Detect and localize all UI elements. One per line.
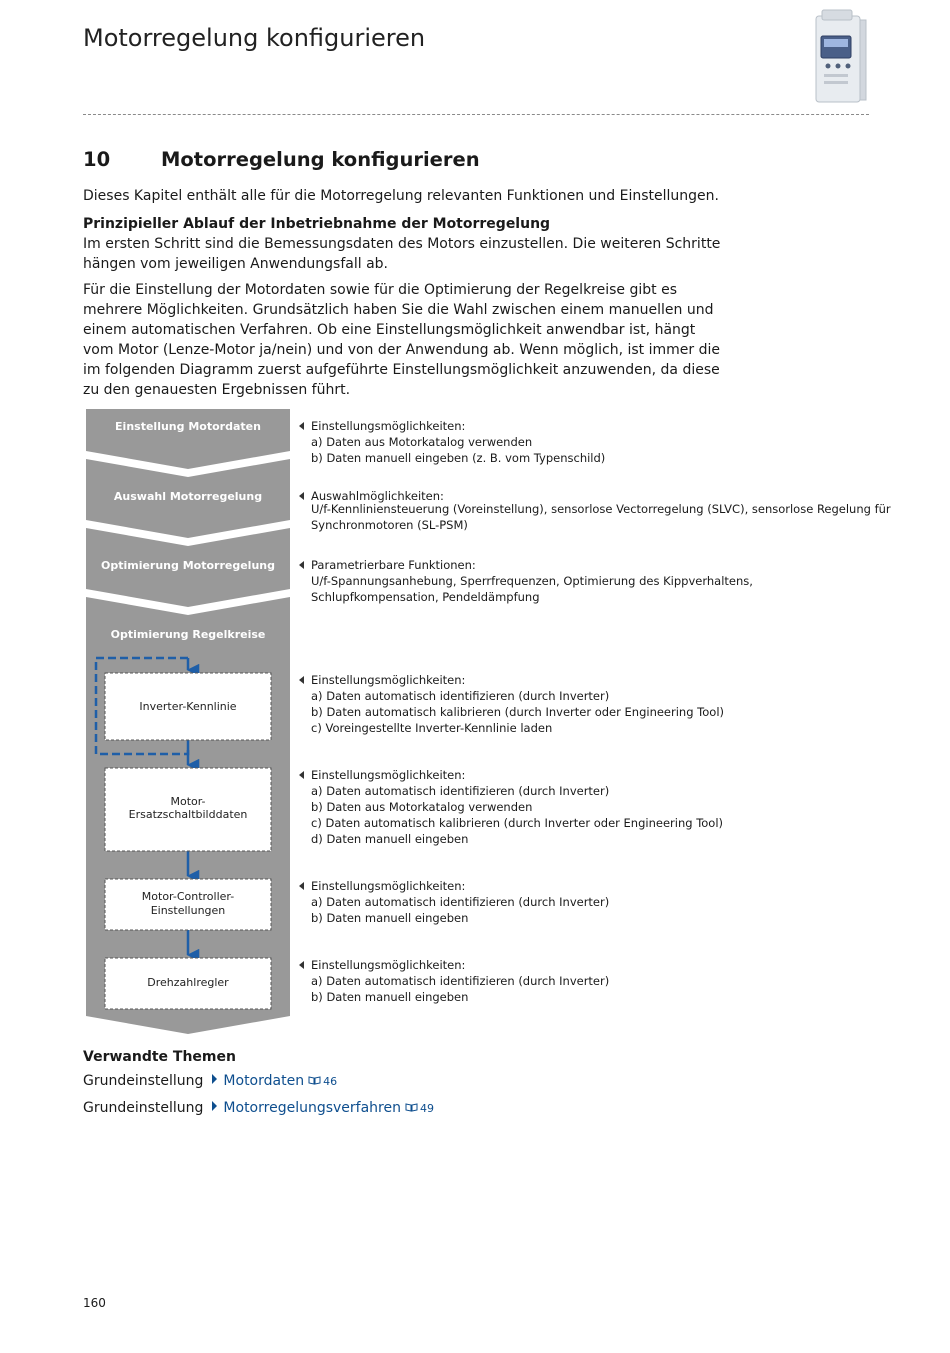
pointer-triangle-icon [299,961,304,969]
stage-chevron-2 [86,459,290,538]
annotation-title: Einstellungsmöglichkeiten: [311,879,466,893]
pointer-triangle-icon [299,492,304,500]
chapter-title: Motorregelung konfigurieren [161,148,480,171]
page-number: 160 [83,1296,106,1310]
related-link-motorregelungsverfahren[interactable]: Motorregelungsverfahren [223,1100,401,1116]
paragraph-first-step: Im ersten Schritt sind die Bemessungsdat… [83,236,721,272]
box-motor-controller-einstellungen [104,878,272,931]
annotation-line: b) Daten manuell eingeben [311,911,469,925]
pointer-triangle-icon [299,676,304,684]
commissioning-flow-diagram: Einstellung Motordaten Auswahl Motorrege… [86,409,290,1034]
stage-label-2: Auswahl Motorregelung [114,490,262,503]
annotation-controller-einstellungen: Einstellungsmöglichkeiten: a) Daten auto… [299,878,609,926]
annotation-line: b) Daten aus Motorkatalog verwenden [311,800,533,814]
link-arrow-icon [212,1101,218,1111]
annotation-line: b) Daten manuell eingeben (z. B. vom Typ… [311,451,606,465]
chapter-heading: 10 Motorregelung konfigurieren [83,148,480,171]
stage-label-1: Einstellung Motordaten [115,420,261,433]
pointer-triangle-icon [299,422,304,430]
box-drehzahlregler [104,957,272,1010]
annotation-motordaten: Einstellungsmöglichkeiten: a) Daten aus … [299,418,605,466]
box-motor-ersatzschaltbilddaten [104,767,272,852]
related-item-prefix: Grundeinstellung [83,1100,204,1116]
box-label-motor-line1: Motor- [170,795,205,808]
annotation-title: Parametrierbare Funktionen: [311,558,476,572]
box-label-controller-line1: Motor-Controller- [142,890,234,903]
box-label-drehzahlregler: Drehzahlregler [147,976,229,989]
annotation-line: Schlupfkompensation, Pendeldämpfung [311,590,540,604]
annotation-line: a) Daten automatisch identifizieren (dur… [311,974,610,988]
annotation-title: Einstellungsmöglichkeiten: [311,673,466,687]
running-header-title: Motorregelung konfigurieren [83,24,426,52]
annotation-title: Einstellungsmöglichkeiten: [311,419,466,433]
pointer-triangle-icon [299,882,304,890]
annotation-line: c) Daten automatisch kalibrieren (durch … [311,816,724,830]
annotation-line: d) Daten manuell eingeben [311,832,469,846]
stage-chevron-1 [86,409,290,469]
box-inverter-kennlinie [104,672,272,741]
annotation-line: b) Daten manuell eingeben [311,990,469,1004]
book-icon [405,1103,418,1112]
annotation-line: a) Daten automatisch identifizieren (dur… [311,895,610,909]
inverter-device-image [815,9,867,103]
stage-chevron-3 [86,528,290,607]
paragraph-options: Für die Einstellung der Motordaten sowie… [83,282,720,398]
link-arrow-icon [212,1074,218,1084]
pointer-triangle-icon [299,771,304,779]
annotation-line: a) Daten automatisch identifizieren (dur… [311,784,610,798]
stage-label-4: Optimierung Regelkreise [111,628,266,641]
annotation-ersatzschaltbilddaten: Einstellungsmöglichkeiten: a) Daten auto… [299,767,723,847]
related-item-motorregelungsverfahren: Grundeinstellung Motorregelungsverfahren 4… [83,1098,434,1119]
annotation-title: Einstellungsmöglichkeiten: [311,768,466,782]
annotation-line: a) Daten aus Motorkatalog verwenden [311,435,533,449]
annotation-line: a) Daten automatisch identifizieren (dur… [311,689,610,703]
header-divider [83,114,869,115]
pointer-triangle-icon [299,561,304,569]
related-page-ref[interactable]: 46 [323,1075,338,1088]
annotation-optimierung-motorregelung: Parametrierbare Funktionen: U/f-Spannung… [299,557,753,605]
related-item-motordaten: Grundeinstellung Motordaten 46 [83,1071,337,1092]
annotation-line: Synchronmotoren (SL-PSM) [311,518,468,532]
chapter-number: 10 [83,148,111,171]
related-item-prefix: Grundeinstellung [83,1073,204,1089]
annotation-drehzahlregler: Einstellungsmöglichkeiten: a) Daten auto… [299,957,609,1005]
intro-paragraph: Dieses Kapitel enthält alle für die Moto… [83,188,719,204]
box-label-controller-line2: Einstellungen [151,904,226,917]
stage-label-3: Optimierung Motorregelung [101,559,275,572]
annotation-title: Einstellungsmöglichkeiten: [311,958,466,972]
related-page-ref[interactable]: 49 [419,1102,434,1115]
related-topics-heading: Verwandte Themen [83,1049,236,1065]
annotation-line: U/f-Kennliniensteuerung (Voreinstellung)… [311,502,891,516]
section-subheading: Prinzipieller Ablauf der Inbetriebnahme … [83,216,551,232]
annotation-title: Auswahlmöglichkeiten: [311,489,444,503]
book-icon [308,1076,321,1085]
annotation-motorregelung: Auswahlmöglichkeiten: U/f-Kennliniensteu… [299,488,891,533]
box-label-inverter-kennlinie: Inverter-Kennlinie [139,700,236,713]
annotation-inverter-kennlinie: Einstellungsmöglichkeiten: a) Daten auto… [299,672,724,736]
annotation-line: b) Daten automatisch kalibrieren (durch … [311,705,725,719]
box-label-motor-line2: Ersatzschaltbilddaten [129,808,248,821]
related-link-motordaten[interactable]: Motordaten [223,1073,305,1089]
annotation-line: c) Voreingestellte Inverter-Kennlinie la… [311,721,553,735]
annotation-line: U/f-Spannungsanhebung, Sperrfrequenzen, … [311,574,753,588]
